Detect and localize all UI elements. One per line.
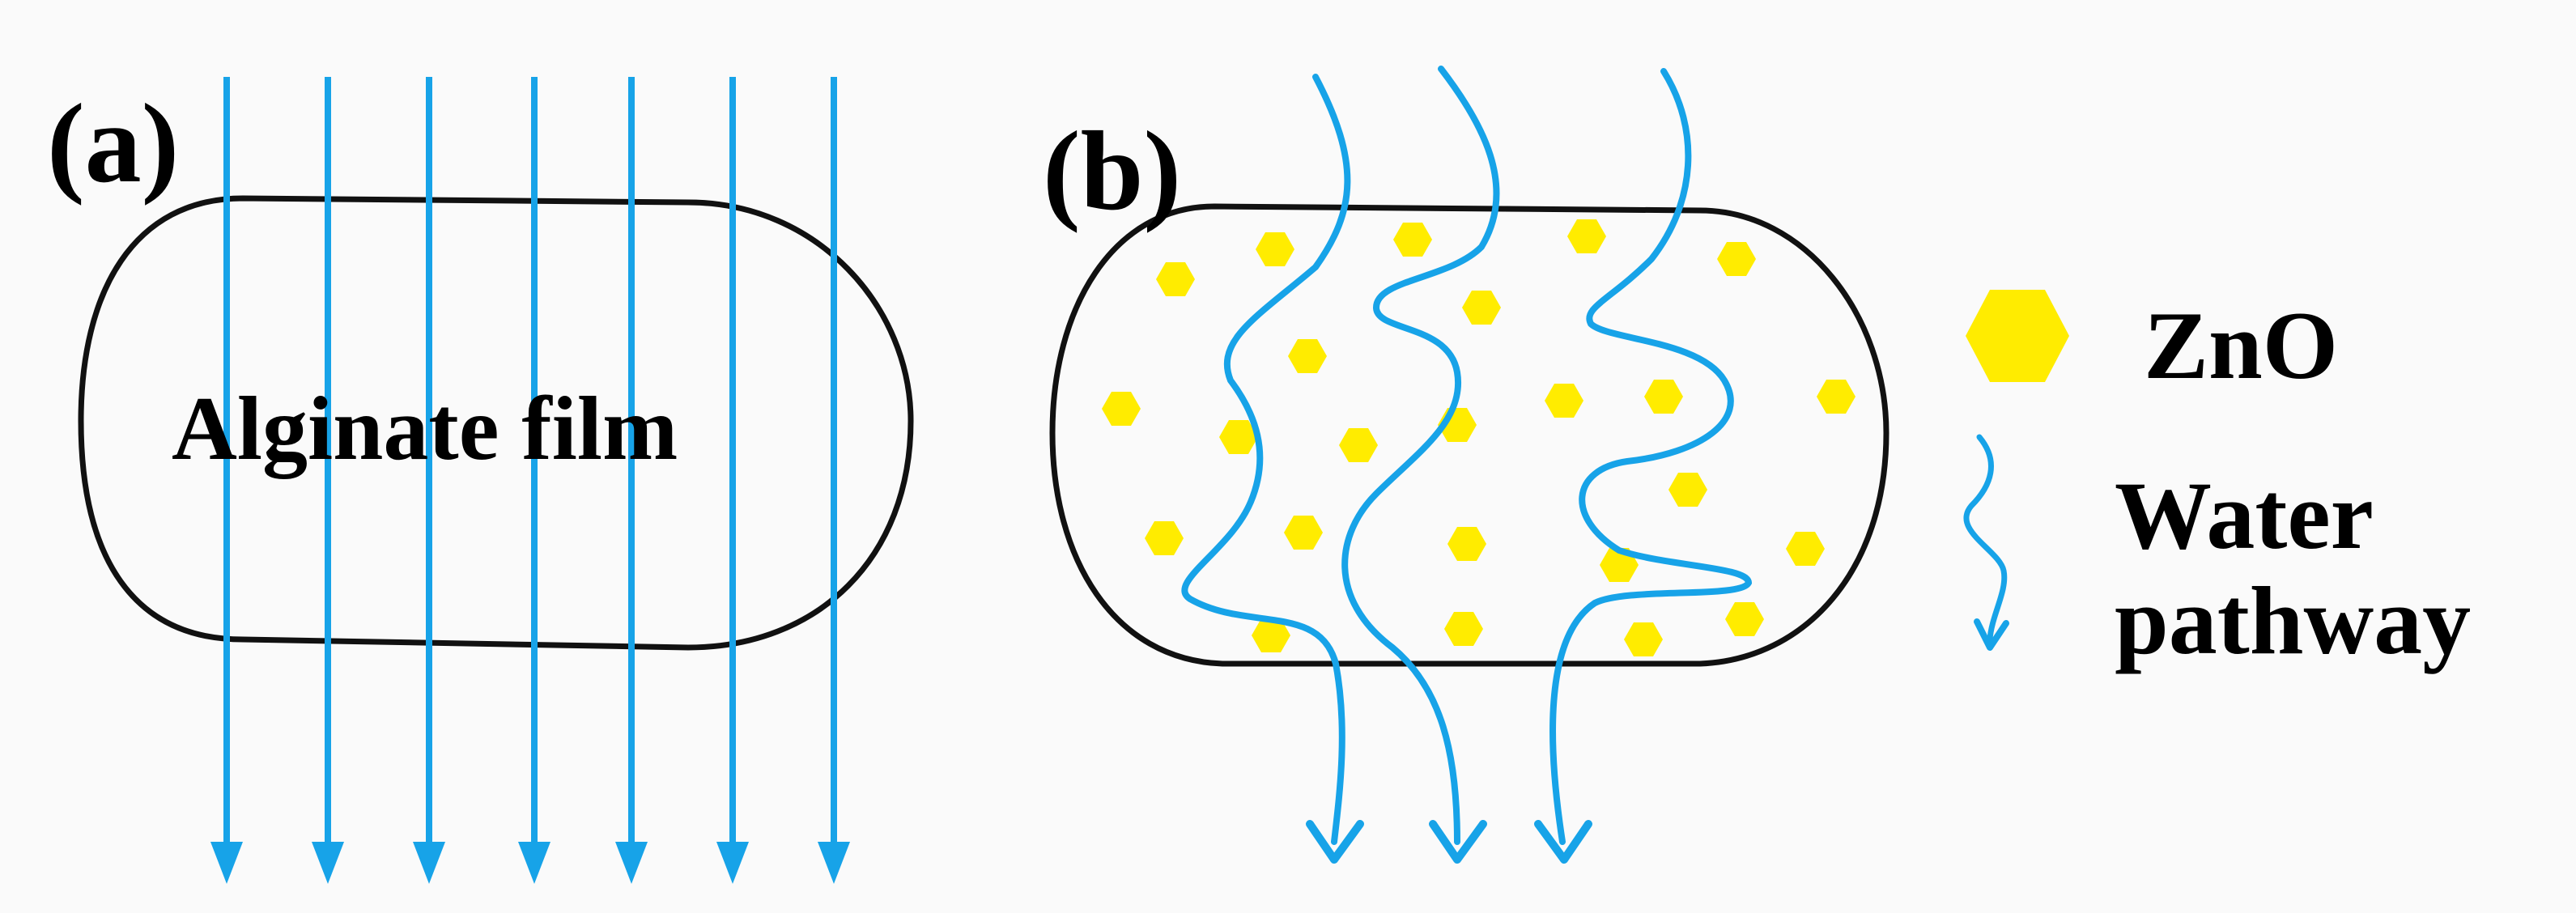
zno-hexagon-icon xyxy=(1567,219,1606,253)
zno-hexagon-icon xyxy=(1102,392,1141,426)
panel-b xyxy=(1049,66,1889,864)
zno-hexagon-icon xyxy=(1644,380,1683,414)
alginate-film-label: Alginate film xyxy=(172,379,678,479)
zno-hexagon-icon xyxy=(1256,232,1294,266)
zno-hexagon-icon xyxy=(1447,527,1486,561)
water-legend-line-2: pathway xyxy=(2115,566,2472,674)
zno-legend-label: ZnO xyxy=(2144,291,2339,399)
zno-hexagon-icon xyxy=(1393,223,1432,257)
zno-film-outline xyxy=(1049,203,1889,667)
water-arrowhead-2 xyxy=(1429,820,1487,864)
zno-hexagon-icon xyxy=(1444,612,1483,646)
zno-hexagon-icon xyxy=(1786,532,1825,566)
zno-hexagon-icon xyxy=(1145,521,1184,555)
panel-b-label: (b) xyxy=(1043,108,1182,234)
zno-hexagon-icon xyxy=(1817,380,1855,414)
water-path-3 xyxy=(1549,68,1753,845)
zno-hexagon-icon xyxy=(1717,242,1756,276)
zno-hexagon-icon xyxy=(1966,290,2069,382)
panel-a xyxy=(78,77,914,884)
arrowhead-icon xyxy=(312,842,344,884)
zno-hexagon-icon xyxy=(1462,291,1501,325)
water-pathway-icon xyxy=(1963,434,2008,643)
water-path-2 xyxy=(1341,66,1500,845)
arrowhead-icon xyxy=(615,842,648,884)
water-arrowhead-1 xyxy=(1306,820,1364,864)
arrowhead-icon xyxy=(413,842,445,884)
water-pathway-legend-label: Water pathway xyxy=(2115,463,2471,673)
zno-hexagon-icon xyxy=(1624,622,1663,656)
zno-hexagon-icon xyxy=(1156,262,1195,296)
tortuous-water-paths xyxy=(1181,66,1753,864)
straight-water-arrows xyxy=(210,77,850,884)
zno-hexagon-icon xyxy=(1725,602,1764,636)
zno-hexagon-icon xyxy=(1339,428,1378,462)
alginate-film-outline xyxy=(78,195,914,651)
water-legend-line-1: Water xyxy=(2115,461,2374,569)
arrowhead-icon xyxy=(716,842,749,884)
arrowhead-icon xyxy=(210,842,243,884)
zno-hexagon-icon xyxy=(1668,473,1707,507)
arrowhead-icon xyxy=(518,842,550,884)
zno-hexagon-icon xyxy=(1284,516,1323,550)
zno-hexagon-icon xyxy=(1545,384,1583,418)
legend xyxy=(1963,290,2069,651)
water-pathway-arrowhead-icon xyxy=(1974,618,2009,651)
water-path-1 xyxy=(1181,74,1351,845)
arrowhead-icon xyxy=(818,842,850,884)
zno-particles xyxy=(1102,219,1855,656)
zno-hexagon-icon xyxy=(1288,339,1327,373)
panel-a-label: (a) xyxy=(47,81,180,206)
water-arrowhead-3 xyxy=(1534,820,1592,864)
